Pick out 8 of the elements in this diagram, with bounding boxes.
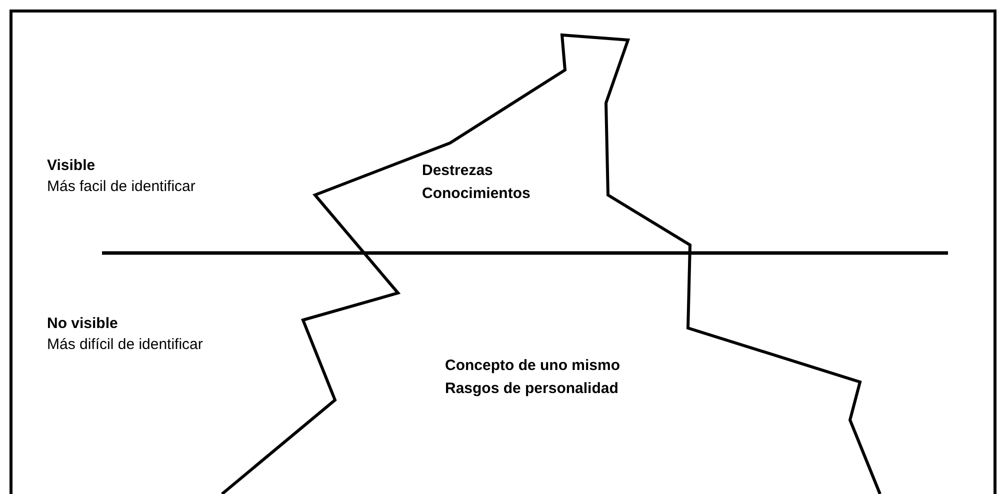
layer-label: Destrezas xyxy=(422,162,493,180)
zone-heading: No visible xyxy=(47,315,118,333)
zone-description: Más difícil de identificar xyxy=(47,336,203,354)
layer-label: Concepto de uno mismo xyxy=(445,357,620,375)
layer-label: Rasgos de personalidad xyxy=(445,380,618,398)
zone-heading: Visible xyxy=(47,157,96,175)
layer-label: Conocimientos xyxy=(422,185,530,203)
zone-description: Más facil de identificar xyxy=(47,178,196,196)
